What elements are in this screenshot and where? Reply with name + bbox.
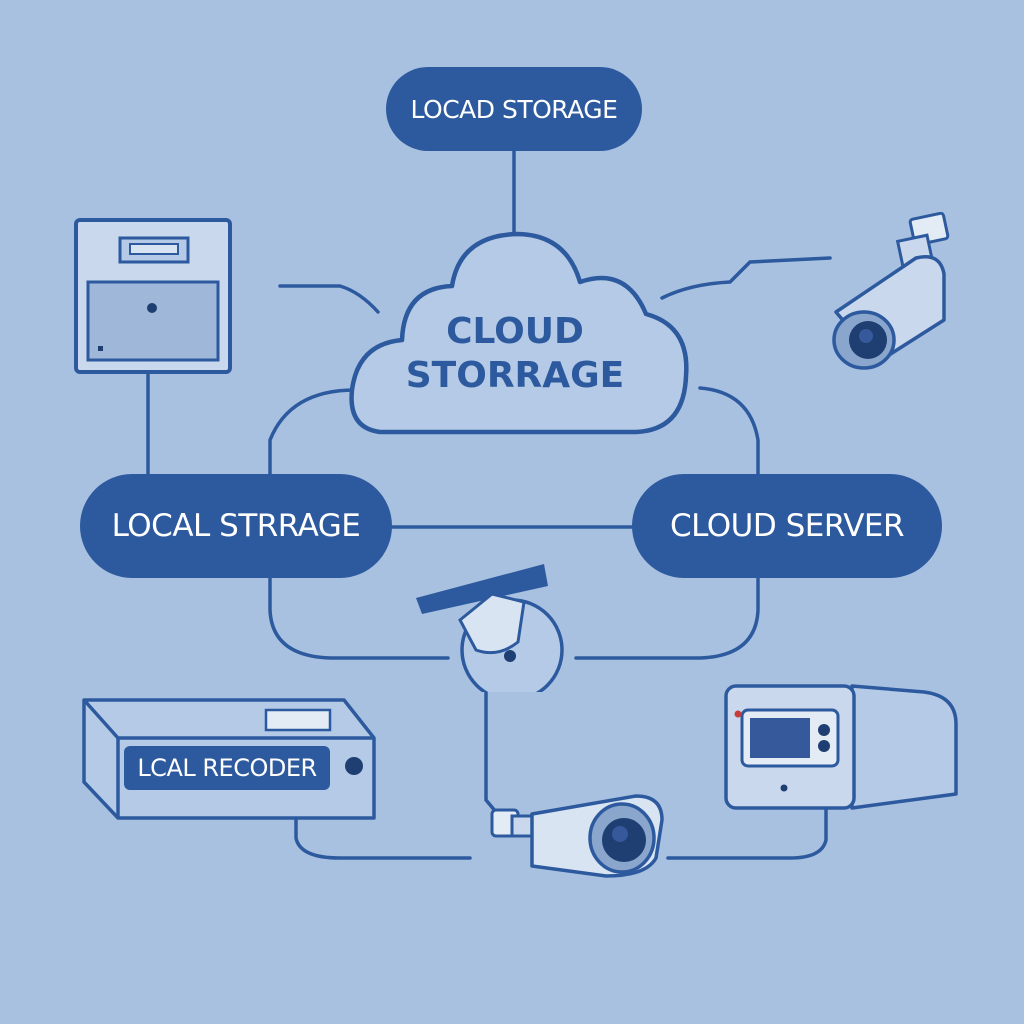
line-loop-right [574, 576, 760, 660]
line-recorder-to-bottom-camera [294, 818, 472, 860]
recorder-label: LCAL RECODER [137, 754, 317, 782]
line-nas-to-cloud [278, 284, 380, 314]
local-storage-pill: LOCAL STRRAGE [80, 474, 392, 578]
cloud-label-line2: STORRAGE [405, 355, 625, 396]
line-loop-left [268, 576, 450, 660]
recorder-label-plate: LCAL RECODER [124, 746, 330, 790]
bottom-bullet-camera-icon [486, 788, 672, 884]
cloud-icon [340, 222, 700, 447]
line-cloud-left-arc [268, 388, 357, 476]
top-storage-label: LOCAD STORAGE [410, 94, 618, 124]
cloud-server-box-icon [724, 684, 960, 814]
cloud-server-label: CLOUD SERVER [669, 508, 905, 544]
nas-drive-icon [74, 218, 234, 376]
bullet-camera-icon [816, 212, 956, 372]
cloud-label-line1: CLOUD [446, 311, 584, 352]
local-storage-label: LOCAL STRRAGE [111, 508, 361, 544]
line-camera-to-cloud [660, 256, 832, 300]
top-storage-pill: LOCAD STORAGE [386, 67, 642, 151]
line-cloud-right-arc [698, 386, 760, 476]
cloud-storage-label: CLOUD STORRAGE [390, 310, 640, 398]
line-dome-to-bottom-camera [484, 684, 498, 814]
cloud-server-pill: CLOUD SERVER [632, 474, 942, 578]
dome-camera-icon [414, 562, 574, 692]
line-server-to-bottom-camera [666, 808, 828, 860]
